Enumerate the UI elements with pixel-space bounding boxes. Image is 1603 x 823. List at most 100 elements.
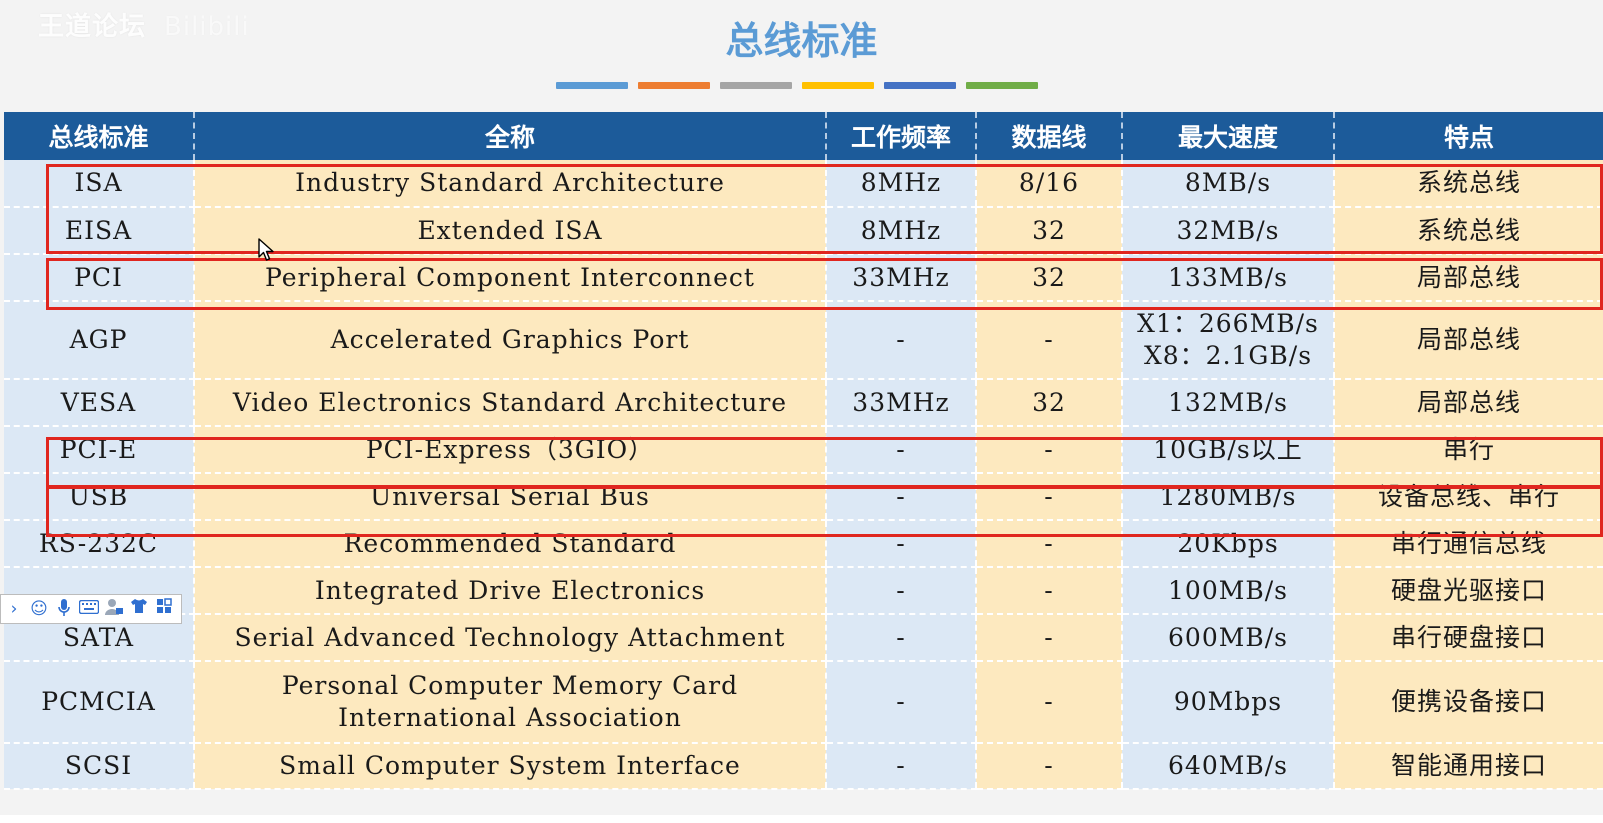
header-standard: 总线标准 xyxy=(4,112,194,160)
cell-data-lines: - xyxy=(975,743,1122,790)
cell-standard: USB xyxy=(4,473,194,521)
cell-full-name: Peripheral Component Interconnect xyxy=(193,254,826,302)
table-header-row: 总线标准 全称 工作频率 数据线 最大速度 特点 xyxy=(4,112,1603,160)
table-row: EISA Extended ISA 8MHz 32 32MB/s 系统总线 xyxy=(4,207,1603,255)
color-bars xyxy=(556,82,1038,89)
cell-frequency: - xyxy=(825,743,976,790)
cell-full-name: Small Computer System Interface xyxy=(193,743,826,790)
cell-max-speed: 32MB/s xyxy=(1121,207,1334,255)
header-frequency: 工作频率 xyxy=(825,112,976,160)
table-row: USB Universal Serial Bus - - 1280MB/s 设备… xyxy=(4,473,1603,521)
cell-frequency: - xyxy=(825,473,976,521)
cell-full-name: Industry Standard Architecture xyxy=(193,160,826,208)
cell-full-name: Serial Advanced Technology Attachment xyxy=(193,614,826,662)
shirt-icon[interactable] xyxy=(128,598,150,620)
cell-feature: 串行硬盘接口 xyxy=(1333,614,1603,662)
cell-data-lines: - xyxy=(975,520,1122,568)
cell-standard: AGP xyxy=(4,301,194,380)
cell-feature: 串行通信总线 xyxy=(1333,520,1603,568)
cell-data-lines: 32 xyxy=(975,207,1122,255)
cell-standard: ISA xyxy=(4,160,194,208)
header-max-speed: 最大速度 xyxy=(1121,112,1334,160)
table-row: VESA Video Electronics Standard Architec… xyxy=(4,379,1603,427)
cell-full-name: Video Electronics Standard Architecture xyxy=(193,379,826,427)
input-method-toolbar: › ☺ xyxy=(0,594,182,624)
cell-full-name: Extended ISA xyxy=(193,207,826,255)
watermark-text: 王道论坛 xyxy=(38,12,147,42)
cell-max-speed: 8MB/s xyxy=(1121,160,1334,208)
cell-standard: PCI xyxy=(4,254,194,302)
watermark: 王道论坛 Bilibili xyxy=(38,6,250,43)
cell-feature: 局部总线 xyxy=(1333,301,1603,380)
cell-data-lines: 8/16 xyxy=(975,160,1122,208)
cell-feature: 便携设备接口 xyxy=(1333,661,1603,744)
cell-data-lines: - xyxy=(975,567,1122,615)
table-row: PCI Peripheral Component Interconnect 33… xyxy=(4,254,1603,302)
cell-data-lines: - xyxy=(975,301,1122,380)
color-bar-6 xyxy=(966,82,1038,89)
bus-standards-table: 总线标准 全称 工作频率 数据线 最大速度 特点 ISA Industry St… xyxy=(4,112,1603,790)
cell-frequency: 33MHz xyxy=(825,379,976,427)
cell-standard: PCI-E xyxy=(4,426,194,474)
cell-standard: VESA xyxy=(4,379,194,427)
full-name-line-1: Personal Computer Memory Card xyxy=(281,671,739,700)
table-row: Integrated Drive Electronics - - 100MB/s… xyxy=(4,567,1603,615)
cell-frequency: - xyxy=(825,567,976,615)
speed-line-1: X1：266MB/s xyxy=(1137,309,1319,338)
header-data-lines: 数据线 xyxy=(975,112,1122,160)
cell-max-speed: 20Kbps xyxy=(1121,520,1334,568)
cell-full-name: Recommended Standard xyxy=(193,520,826,568)
cell-feature: 系统总线 xyxy=(1333,160,1603,208)
table-row: AGP Accelerated Graphics Port - - X1：266… xyxy=(4,301,1603,380)
emoji-icon[interactable]: ☺ xyxy=(30,599,48,619)
cell-max-speed: 600MB/s xyxy=(1121,614,1334,662)
mouse-cursor-icon xyxy=(258,238,274,261)
color-bar-3 xyxy=(720,82,792,89)
cell-standard: SCSI xyxy=(4,743,194,790)
cell-max-speed: 90Mbps xyxy=(1121,661,1334,744)
cell-full-name: Universal Serial Bus xyxy=(193,473,826,521)
grid-icon[interactable] xyxy=(153,598,175,620)
cell-data-lines: - xyxy=(975,614,1122,662)
cell-data-lines: 32 xyxy=(975,254,1122,302)
table-row: SATA Serial Advanced Technology Attachme… xyxy=(4,614,1603,662)
watermark-ghost: Bilibili xyxy=(164,12,250,42)
cell-data-lines: - xyxy=(975,426,1122,474)
cell-feature: 智能通用接口 xyxy=(1333,743,1603,790)
cell-frequency: - xyxy=(825,614,976,662)
chevron-icon[interactable]: › xyxy=(10,599,18,619)
speed-line-2: X8：2.1GB/s xyxy=(1143,341,1313,370)
header-full-name: 全称 xyxy=(193,112,826,160)
table-row: PCI-E PCI-Express（3GIO） - - 10GB/s以上 串行 xyxy=(4,426,1603,474)
cell-full-name: PCI-Express（3GIO） xyxy=(193,426,826,474)
cell-data-lines: 32 xyxy=(975,379,1122,427)
user-settings-icon[interactable] xyxy=(103,598,125,620)
keyboard-icon[interactable] xyxy=(78,598,100,620)
cell-max-speed: 640MB/s xyxy=(1121,743,1334,790)
cell-feature: 局部总线 xyxy=(1333,379,1603,427)
microphone-icon[interactable] xyxy=(53,598,75,620)
bottom-strip xyxy=(0,815,1603,823)
table-row: RS-232C Recommended Standard - - 20Kbps … xyxy=(4,520,1603,568)
slide-title: 总线标准 xyxy=(725,19,878,63)
color-bar-4 xyxy=(802,82,874,89)
cell-max-speed: 1280MB/s xyxy=(1121,473,1334,521)
color-bar-5 xyxy=(884,82,956,89)
cell-frequency: 33MHz xyxy=(825,254,976,302)
header-feature: 特点 xyxy=(1333,112,1603,160)
cell-standard: EISA xyxy=(4,207,194,255)
cell-full-name: Integrated Drive Electronics xyxy=(193,567,826,615)
cell-frequency: - xyxy=(825,661,976,744)
cell-max-speed: 133MB/s xyxy=(1121,254,1334,302)
cell-standard: PCMCIA xyxy=(4,661,194,744)
cell-standard: RS-232C xyxy=(4,520,194,568)
color-bar-2 xyxy=(638,82,710,89)
full-name-line-2: International Association xyxy=(338,703,682,732)
cell-frequency: 8MHz xyxy=(825,207,976,255)
cell-frequency: - xyxy=(825,301,976,380)
cell-frequency: 8MHz xyxy=(825,160,976,208)
